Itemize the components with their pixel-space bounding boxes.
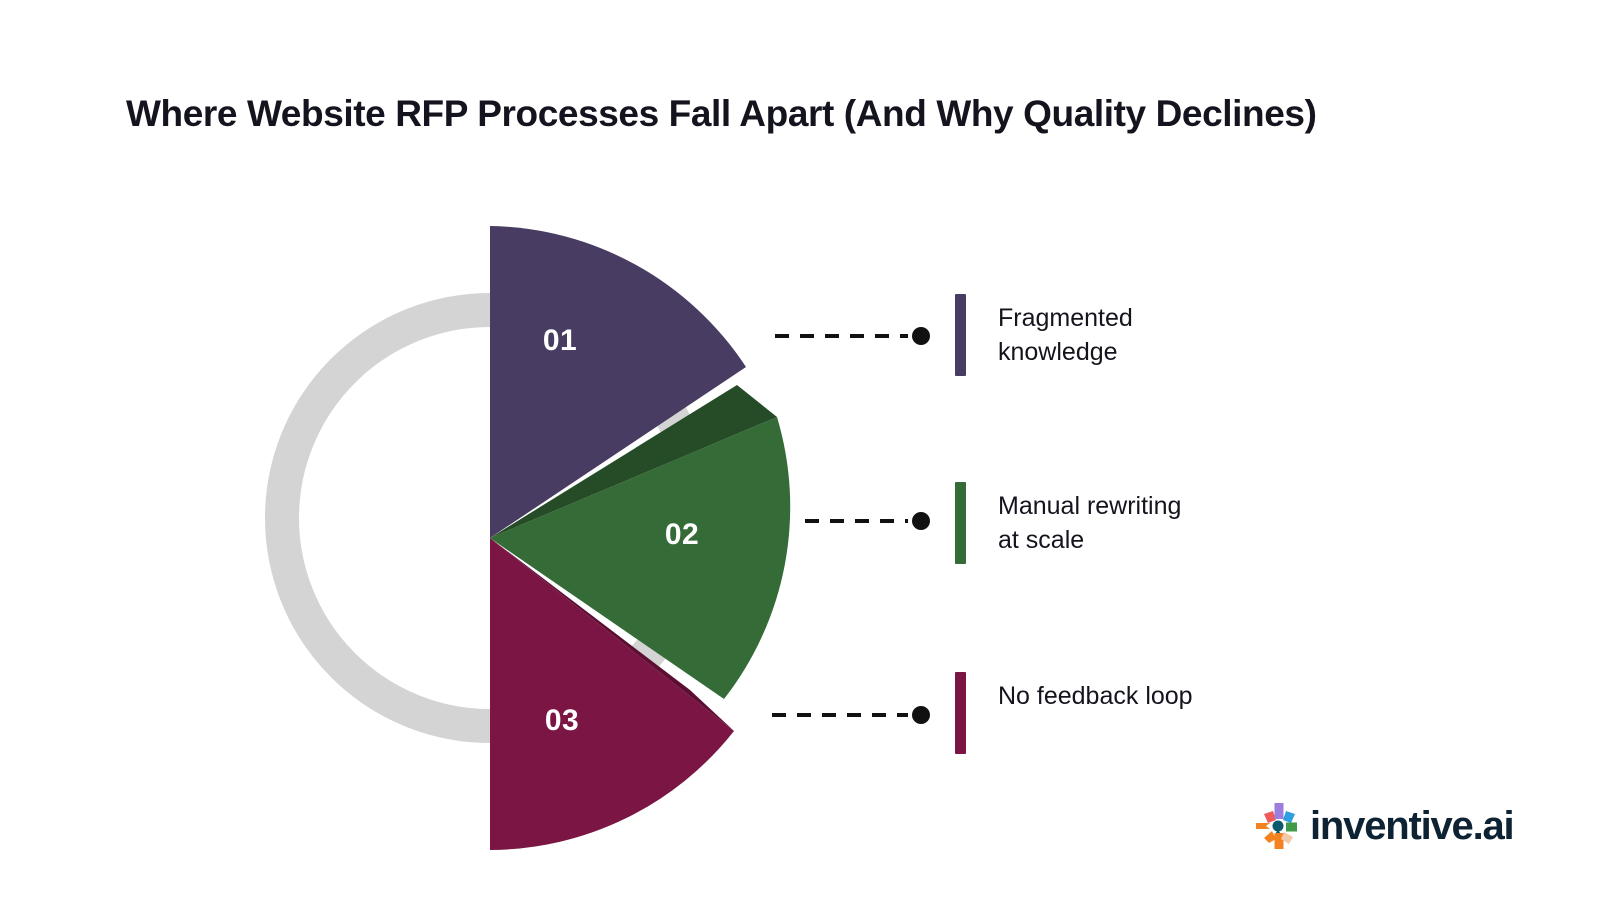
- inventive-starburst-icon: [1256, 803, 1297, 849]
- legend-label-02-line2: at scale: [998, 525, 1085, 554]
- legend-item-manual-rewriting[interactable]: Manual rewriting at scale: [955, 482, 1181, 564]
- legend-label-03: No feedback loop: [998, 672, 1193, 714]
- legend-swatch-01: [955, 294, 966, 376]
- segment-02-wedge: [490, 417, 791, 699]
- connector-03-dot: [912, 706, 930, 724]
- legend-label-02: Manual rewriting at scale: [998, 482, 1181, 557]
- segment-01[interactable]: 01: [490, 226, 746, 538]
- segment-01-number: 01: [543, 324, 577, 357]
- brand-logo[interactable]: inventive.ai: [1252, 790, 1572, 862]
- page-title: Where Website RFP Processes Fall Apart (…: [126, 93, 1317, 134]
- segment-02[interactable]: 02: [490, 385, 791, 699]
- segment-01-wedge: [490, 226, 746, 538]
- legend-label-01: Fragmented knowledge: [998, 294, 1133, 369]
- legend-item-fragmented-knowledge[interactable]: Fragmented knowledge: [955, 294, 1133, 376]
- connector-01: [775, 327, 930, 345]
- connector-02: [805, 512, 930, 530]
- legend-label-03-line1: No feedback loop: [998, 682, 1193, 710]
- connector-03: [772, 706, 930, 724]
- legend-label-02-line1: Manual rewriting: [998, 492, 1182, 520]
- legend-swatch-03: [955, 672, 966, 754]
- logo-wordmark: inventive.ai: [1310, 804, 1515, 848]
- legend-label-01-line2: knowledge: [998, 337, 1118, 366]
- legend: Fragmented knowledge Manual rewriting at…: [955, 0, 1600, 900]
- legend-label-01-line1: Fragmented: [998, 304, 1133, 332]
- segment-03-number: 03: [545, 704, 579, 737]
- connector-02-dot: [912, 512, 930, 530]
- fan-chart-svg: 03 02 01: [265, 226, 930, 850]
- fan-chart: 03 02 01: [265, 226, 930, 850]
- segment-03[interactable]: 03: [490, 538, 734, 850]
- segment-02-number: 02: [665, 518, 699, 551]
- legend-item-no-feedback-loop[interactable]: No feedback loop: [955, 672, 1193, 754]
- connector-01-dot: [912, 327, 930, 345]
- segment-03-wedge: [490, 538, 734, 850]
- legend-swatch-02: [955, 482, 966, 564]
- segment-02-fold-shadow: [490, 385, 777, 538]
